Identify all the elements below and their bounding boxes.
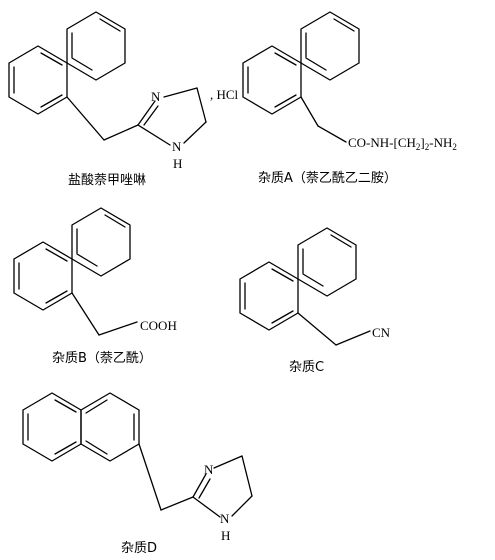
impurity-b-substituent: COOH <box>140 318 177 333</box>
naphazoline-structure: N N H , HCl 盐酸萘甲唑啉 <box>8 11 239 188</box>
impurity-a-substituent: CO-NH-[CH2]2-NH2 <box>348 135 457 152</box>
impurity-b-structure: COOH 杂质B（萘乙酰） <box>13 207 177 366</box>
naphthalene-right-ring <box>80 392 140 462</box>
imidazoline-n-top: N <box>151 89 161 104</box>
naphthalene-lower-ring <box>13 241 73 311</box>
impurity-c-structure: CN 杂质C <box>239 227 391 375</box>
imidazoline-nh-h: H <box>221 528 230 543</box>
imidazoline-n-top: N <box>204 462 214 477</box>
impurity-c-substituent: CN <box>372 325 391 340</box>
naphthalene-lower-ring <box>242 45 302 115</box>
caption-impurity-c: 杂质C <box>289 360 324 375</box>
impurity-d-structure: N N H 杂质D <box>22 392 253 556</box>
caption-impurity-a: 杂质A（萘乙酰乙二胺） <box>258 171 397 186</box>
hcl-label: , HCl <box>210 87 239 102</box>
naphthalene-upper-ring <box>297 227 357 297</box>
naphthalene-upper-ring <box>66 11 126 81</box>
imidazoline-n-bottom: N <box>172 139 182 154</box>
impurity-a-structure: CO-NH-[CH2]2-NH2 杂质A（萘乙酰乙二胺） <box>242 11 457 186</box>
caption-impurity-d: 杂质D <box>121 541 157 556</box>
ch2-bond <box>66 96 105 141</box>
caption-naphazoline: 盐酸萘甲唑啉 <box>68 172 146 188</box>
naphthalene-left-ring <box>22 392 82 462</box>
naphthalene-lower-ring <box>8 45 68 115</box>
imidazoline-nh-h: H <box>173 156 182 171</box>
imidazoline-n-bottom: N <box>220 511 230 526</box>
naphthalene-upper-ring <box>71 207 131 277</box>
caption-impurity-b: 杂质B（萘乙酰） <box>52 351 152 366</box>
naphthalene-lower-ring <box>239 261 299 331</box>
naphthalene-upper-ring <box>300 11 360 81</box>
